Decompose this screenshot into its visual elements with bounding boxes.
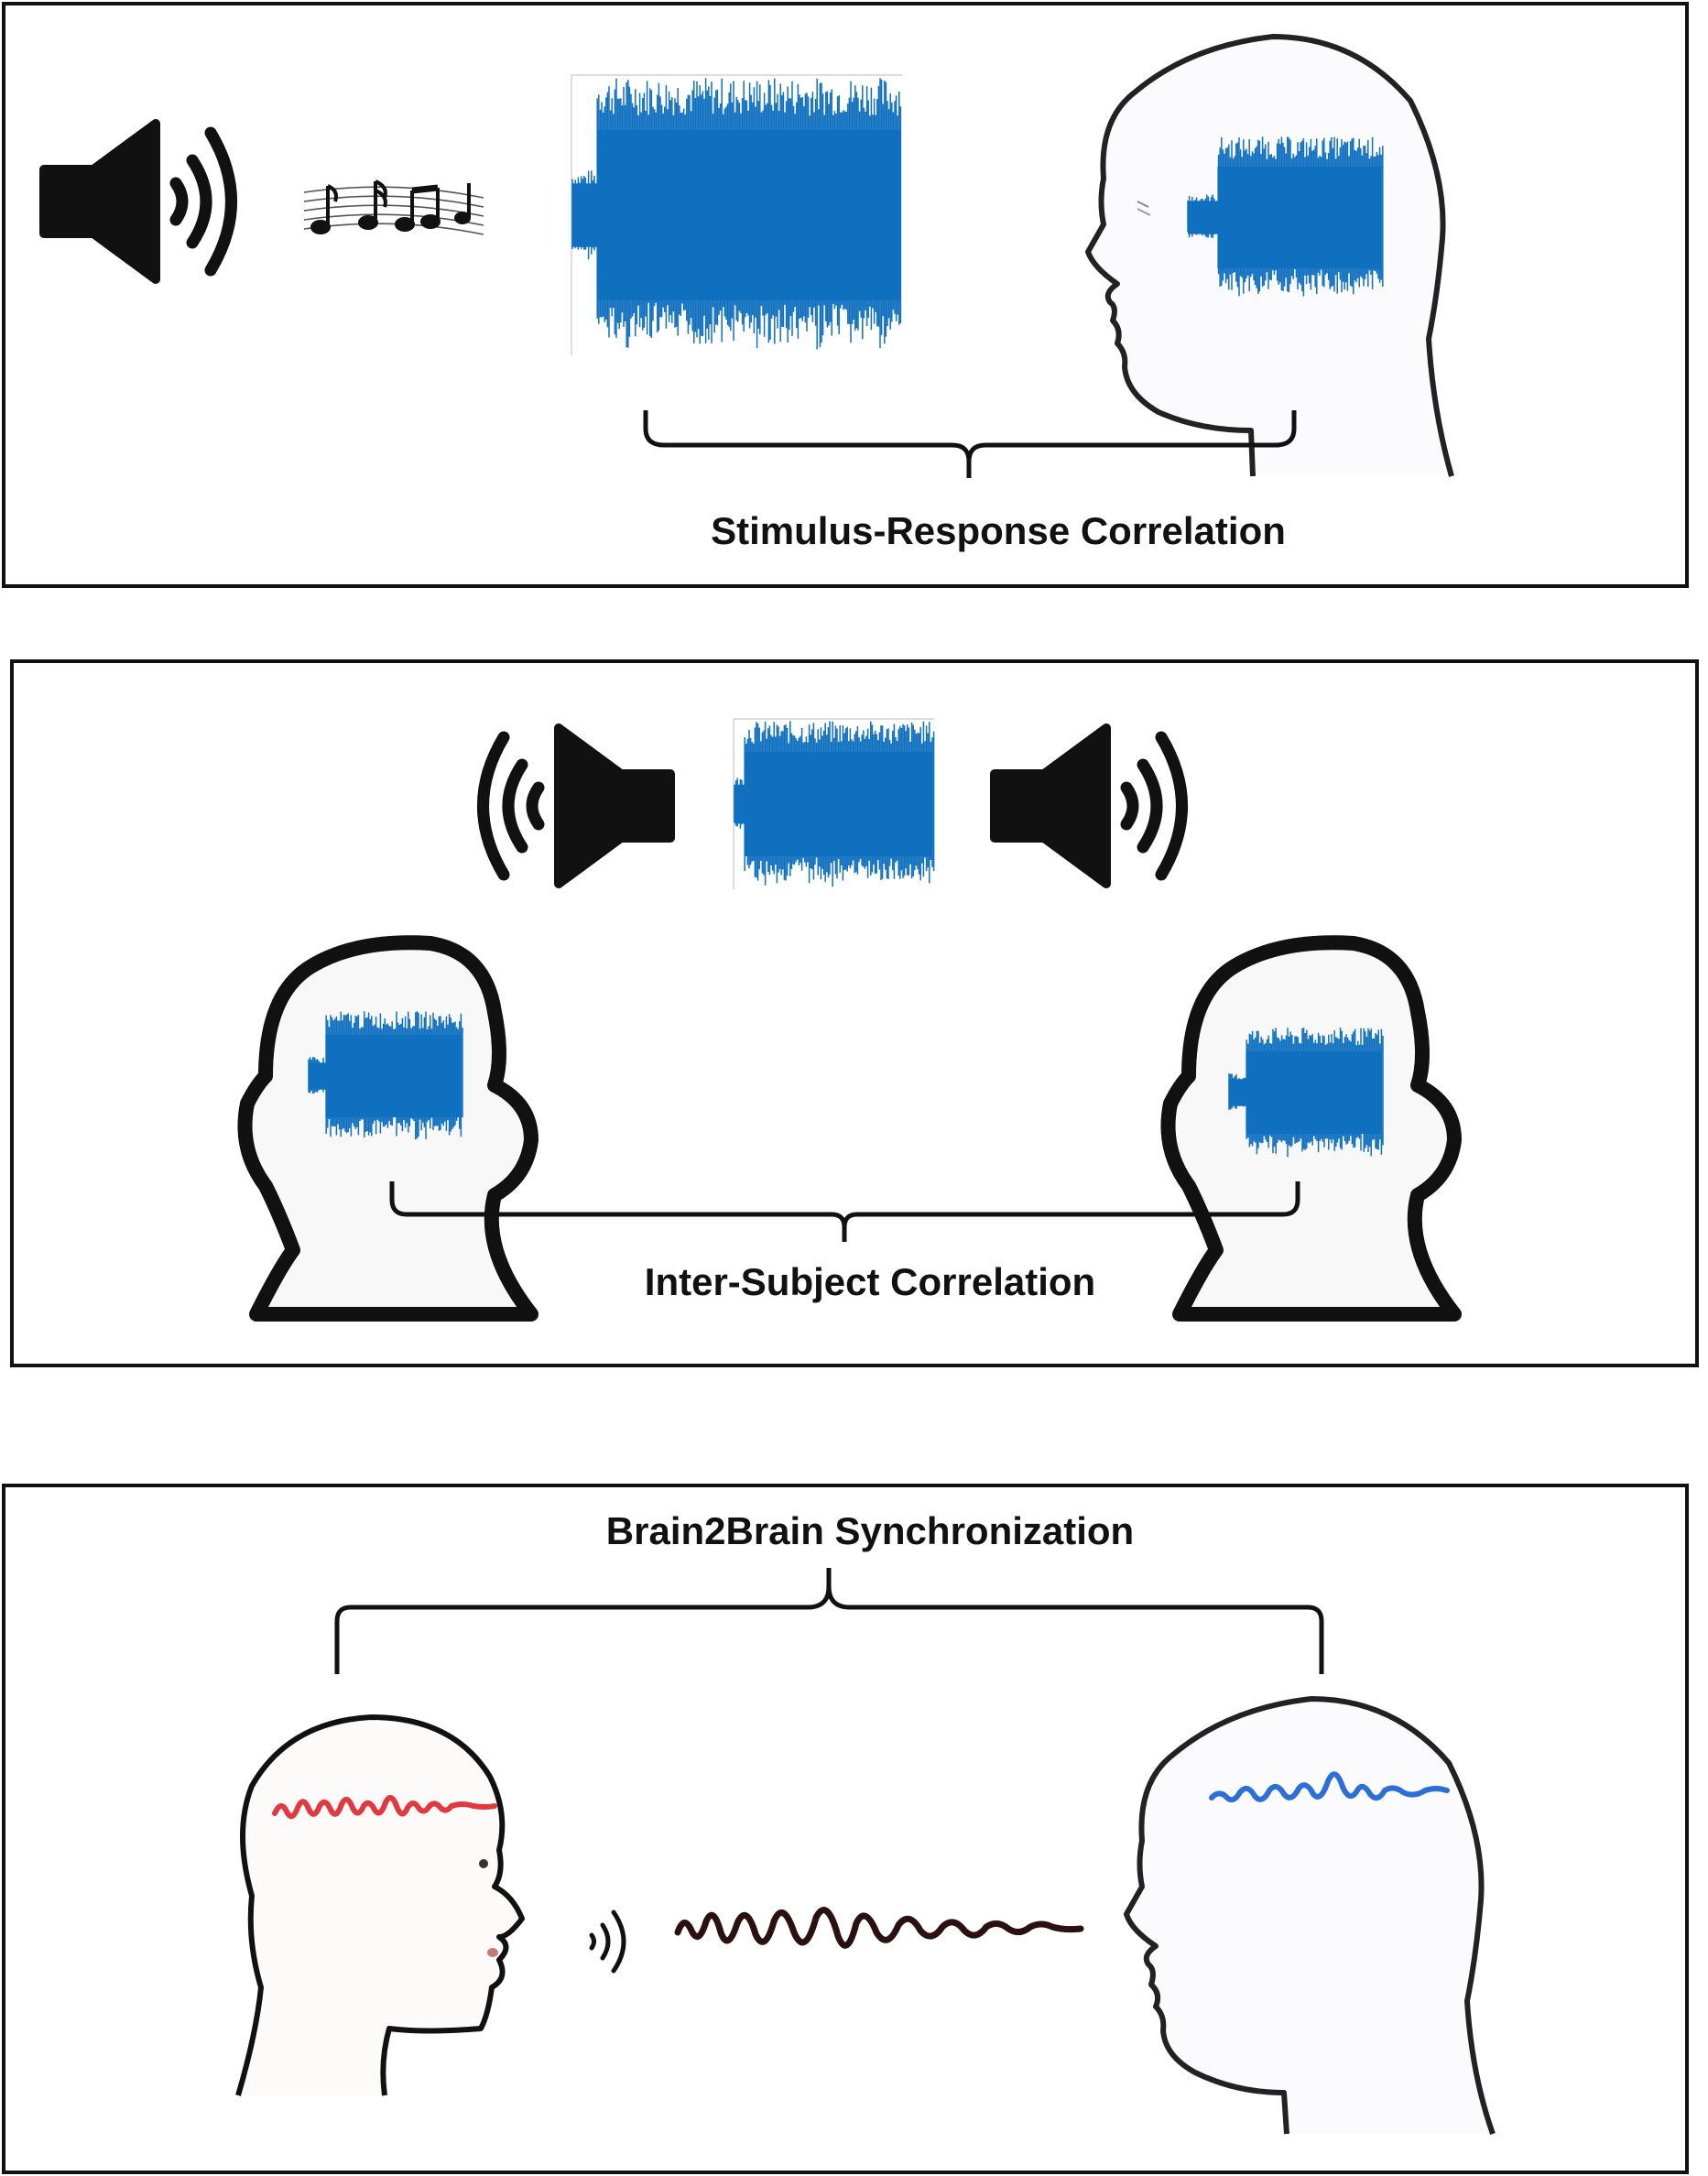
synchronization-bracket	[334, 1568, 1324, 1674]
speaker-icon	[990, 724, 1188, 888]
left-brain-wave	[272, 1794, 497, 1820]
head-icon	[235, 1714, 525, 2096]
inter-subject-title: Inter-Subject Correlation	[644, 1260, 1096, 1303]
audio-waveform	[733, 718, 935, 889]
speaker-icon	[39, 119, 237, 284]
stimulus-response-title: Stimulus-Response Correlation	[711, 509, 1286, 552]
brain2brain-title: Brain2Brain Synchronization	[605, 1509, 1135, 1552]
right-brain-wave	[1209, 1771, 1450, 1803]
speaker-icon	[477, 724, 675, 888]
sound-waves-icon	[589, 1909, 626, 1974]
correlation-bracket	[389, 1181, 1300, 1242]
head-icon	[1124, 1696, 1496, 2136]
brain-response-waveform	[308, 1011, 463, 1140]
music-notes-icon	[303, 180, 484, 235]
brain-response-waveform	[1187, 136, 1384, 297]
audio-waveform	[571, 74, 902, 355]
brain-response-waveform	[1228, 1028, 1384, 1158]
speech-wave	[674, 1907, 1084, 1949]
correlation-bracket	[643, 410, 1297, 478]
